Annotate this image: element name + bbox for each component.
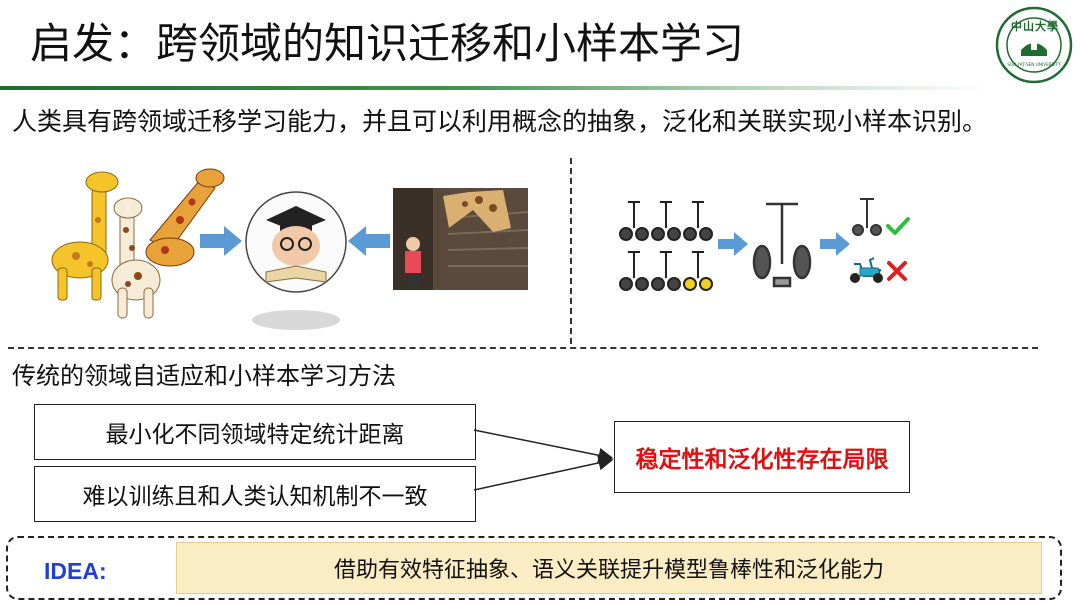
title-underline bbox=[0, 86, 990, 90]
vertical-divider bbox=[570, 158, 572, 344]
idea-label: IDEA: bbox=[44, 558, 107, 584]
cross-icon bbox=[887, 261, 907, 281]
idea-frame bbox=[6, 536, 1062, 600]
method-box-2: 难以训练且和人类认知机制不一致 bbox=[34, 466, 476, 522]
right-arrow-icon bbox=[820, 232, 850, 256]
segway-candidate-image bbox=[852, 198, 882, 236]
child-and-giraffe-photo bbox=[393, 188, 528, 290]
page-title: 启发：跨领域的知识迁移和小样本学习 bbox=[30, 19, 745, 68]
subtitle: 人类具有跨领域迁移学习能力，并且可以利用概念的抽象，泛化和关联实现小样本识别。 bbox=[12, 107, 988, 136]
scooter-candidate-image bbox=[850, 257, 883, 283]
horizontal-divider bbox=[8, 347, 1038, 349]
giraffe-toys-image bbox=[51, 168, 225, 319]
check-icon bbox=[886, 217, 910, 235]
left-arrow-icon bbox=[348, 226, 390, 256]
result-box: 稳定性和泛化性存在局限 bbox=[614, 421, 910, 493]
sysu-logo-seal: 中山大學 SUN YAT-SEN UNIVERSITY bbox=[995, 6, 1073, 84]
method-box-1: 最小化不同领域特定统计距离 bbox=[34, 404, 476, 460]
segway-generic-image bbox=[752, 202, 812, 288]
logo-text-top: 中山大學 bbox=[1011, 20, 1059, 33]
idea-text-box: 借助有效特征抽象、语义关联提升模型鲁棒性和泛化能力 bbox=[176, 542, 1042, 594]
connector-arrows bbox=[474, 429, 614, 491]
right-arrow-icon bbox=[200, 226, 242, 256]
baby-reading-image bbox=[245, 191, 347, 330]
right-arrow-icon bbox=[718, 232, 748, 256]
section-title: 传统的领域自适应和小样本学习方法 bbox=[12, 362, 396, 390]
logo-text-ring: SUN YAT-SEN UNIVERSITY bbox=[1007, 62, 1061, 67]
segway-grid-image bbox=[619, 201, 713, 291]
